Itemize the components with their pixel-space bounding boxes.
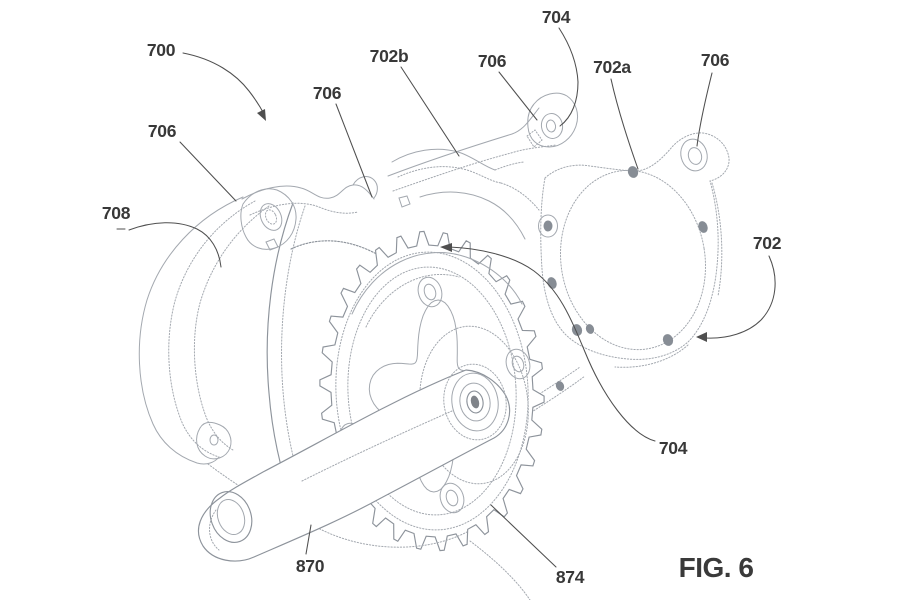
housing-boss-bump [352,176,378,199]
leader-706-left [179,141,237,202]
ref-label-706-mid: 706 [313,83,342,103]
leader-870 [305,524,312,555]
left-lug-hole [259,203,283,231]
ref-label-706-center: 706 [478,51,507,71]
spider-bolt [505,348,531,380]
spider-bolt [417,276,443,308]
bracket-bottom-edge [392,144,557,192]
cover-bolt [543,220,553,232]
cover-bolt-ring [538,214,558,238]
housing-top-inner-edge [249,202,359,216]
boss-ring [459,382,491,422]
cover-bolt [698,221,708,233]
boss-ring [451,372,499,432]
front-cover [538,132,730,391]
arrowhead-702 [696,332,707,342]
leader-706-center [498,71,538,121]
bracket-top-edge [387,107,540,177]
housing-neck-curve [419,191,526,240]
leader-704-bottom [448,246,656,442]
housing-neck-curve [500,182,540,211]
crank-arm [198,369,511,562]
bracket-lug [527,92,579,148]
leader-702b [400,66,460,157]
bracket-tab [526,129,543,148]
left-lug-hole-inner [264,209,278,225]
ref-label-700: 700 [147,40,176,60]
spider-bolt [439,482,465,514]
housing-bolt-diamond [398,195,411,208]
leader-lines [116,27,776,568]
ref-label-870: 870 [296,556,325,576]
ref-label-706-left: 706 [148,121,177,141]
chainring-rim [335,251,529,531]
housing-edge-behind-cover [711,182,723,297]
arrowhead-704 [440,243,452,252]
left-cover-ear-hole [209,434,219,446]
cover-bolt [555,381,565,391]
chainguard-arc [365,273,460,328]
ref-label-704-bottom: 704 [659,438,688,458]
housing-lower-contour [469,540,531,600]
ref-label-702a: 702a [593,57,631,77]
left-cover [138,188,307,506]
front-cover-face-oval [560,169,706,351]
leader-700 [182,52,266,117]
ref-label-704-top: 704 [542,7,571,27]
left-cover-ear [196,421,232,460]
ref-label-706-right: 706 [701,50,730,70]
leader-702 [705,255,776,339]
figure-caption: FIG. 6 [679,552,754,583]
left-cover-rim [193,205,270,451]
pedal-eye-outer [209,491,253,543]
left-mount-lug [240,188,297,250]
front-cover-lug-hole [687,147,703,165]
boss-slot [470,395,480,409]
leader-704-top [558,27,579,127]
housing-top-edge [241,184,375,200]
housing-neck-curve [494,161,525,171]
crank-arm-spine [301,410,453,482]
leader-874 [490,504,557,568]
crank-arm-cap-contour [209,509,220,551]
housing-edge-behind-cover [614,344,689,368]
ref-label-702b: 702b [370,46,409,66]
arrowhead-700 [257,109,266,121]
bracket-lug-hole [545,119,557,133]
leader-708 [116,222,222,268]
leader-702a [610,78,639,170]
chainguard-lower-arc [305,520,468,548]
leader-706-mid [335,103,373,198]
boss-center [466,390,484,414]
ref-label-708: 708 [102,203,131,223]
leader-706-right [696,72,713,147]
cover-bolt [585,324,595,334]
housing-neck-curve [391,148,496,171]
reference-labels: 700 706 708 706 702b 706 704 702a 706 70… [102,7,782,587]
left-cover-rim [168,200,256,458]
front-cover-lug-ring [680,138,708,172]
left-cover-rim [138,196,244,465]
cover-bolt [662,334,674,346]
ref-label-702: 702 [753,233,782,253]
boss-ring [443,363,507,441]
crank-arm-body [198,369,511,562]
ref-label-874: 874 [556,567,585,587]
pedal-eye-inner [216,499,246,535]
cover-bolt [627,166,639,178]
housing-neck-curve [397,166,502,184]
chainguard-arc [351,252,523,315]
chainring-inner-edge [347,266,517,516]
crank-boss [443,363,507,441]
